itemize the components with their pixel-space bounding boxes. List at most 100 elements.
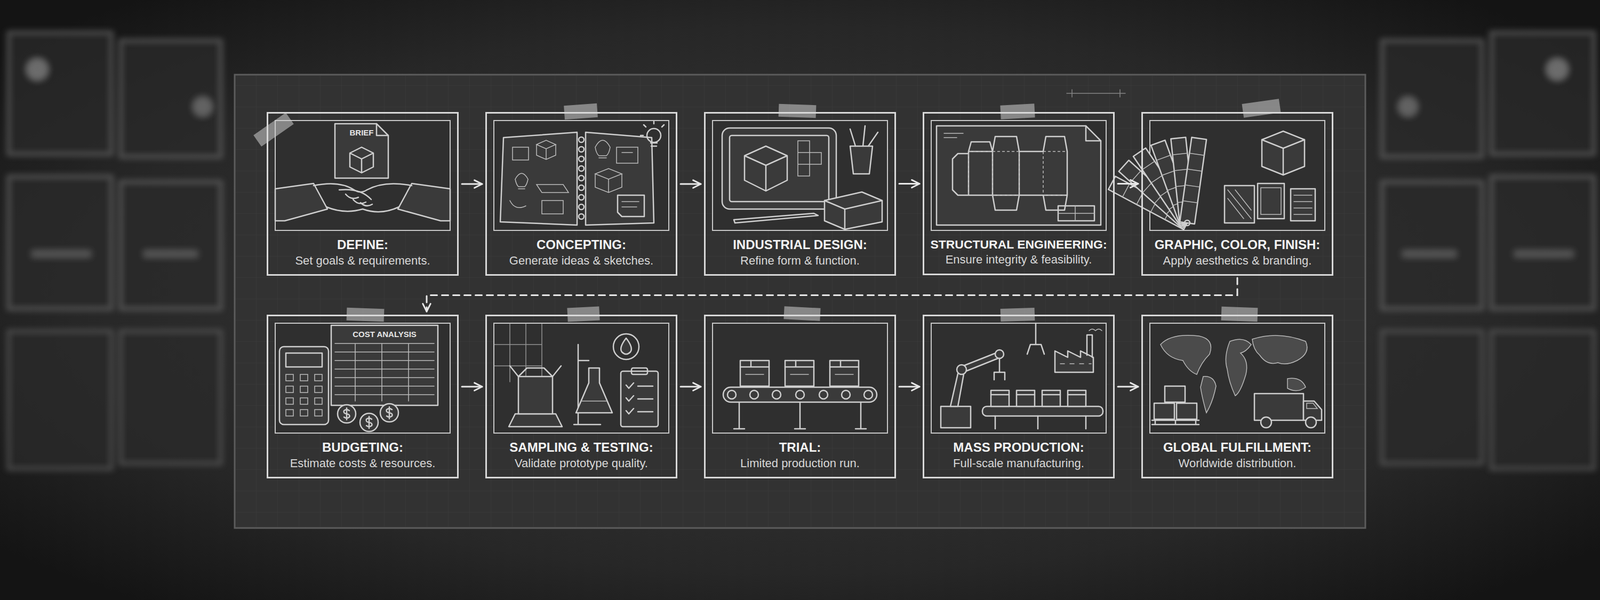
- blurred-side-panels-part: [120, 181, 222, 310]
- step-description: Worldwide distribution.: [1148, 456, 1327, 471]
- brief-handshake-illustration-part: [376, 123, 389, 136]
- sketchbook-illustration-part-part: [578, 137, 584, 143]
- blurred-side-panels-part: [1490, 32, 1595, 155]
- lab-testing-illustration-part: [493, 323, 542, 382]
- tablet-design-illustration-part: [712, 120, 888, 231]
- tablet-design-illustration-part: [850, 146, 873, 174]
- blurred-side-panels-part: [8, 176, 112, 310]
- flow-arrow: [899, 182, 920, 185]
- swatch-fan-illustration-part-part-part: [1182, 153, 1205, 203]
- step-title: GRAPHIC, COLOR, FINISH:: [1148, 237, 1327, 253]
- factory-robot-illustration-part: [1089, 329, 1102, 331]
- step-description: Refine form & function.: [710, 253, 890, 268]
- sketchbook-illustration-part-part: [578, 185, 584, 191]
- budget-illustration-part: [360, 413, 379, 432]
- world-logistics-illustration-part: [1154, 403, 1175, 420]
- trial-conveyor-illustration-part: [712, 323, 888, 434]
- tape-pieces-part: [783, 306, 821, 322]
- step-title: DEFINE:: [273, 237, 452, 253]
- trial-conveyor-illustration-part-part: [864, 390, 873, 399]
- swatch-fan-illustration-part: [1293, 195, 1312, 215]
- factory-robot-illustration-part: [1086, 334, 1093, 358]
- step-title: CONCEPTING:: [492, 237, 671, 253]
- swatch-fan-illustration-part: [1290, 188, 1316, 221]
- factory-robot-illustration-part: [990, 390, 1010, 407]
- lab-testing-illustration-part: [626, 382, 653, 414]
- factory-robot-illustration-part: [1067, 390, 1086, 407]
- step-description: Validate prototype quality.: [492, 456, 671, 471]
- factory-robot-illustration-part: [995, 416, 1086, 429]
- trial-conveyor-illustration-part: [745, 373, 854, 375]
- illustration-space: [929, 113, 1108, 236]
- trial-conveyor-illustration-part-part: [819, 390, 828, 399]
- budget-illustration-part: [285, 374, 323, 416]
- flow-arrow: [461, 386, 483, 388]
- flow-arrow: [1117, 386, 1139, 388]
- trial-conveyor-illustration-part: [733, 402, 867, 429]
- flow-arrow: [680, 386, 701, 388]
- budget-illustration-part-part: [380, 403, 399, 422]
- brief-handshake-illustration-part: [397, 183, 451, 221]
- dieline-blueprint-illustration-part: [1058, 205, 1095, 221]
- tablet-design-illustration: [712, 120, 888, 231]
- brief-handshake-illustration-part: [275, 120, 451, 231]
- trial-conveyor-illustration-part-part: [727, 390, 736, 399]
- step-description: Generate ideas & sketches.: [492, 253, 671, 268]
- blurred-side-panels-part: [144, 250, 198, 258]
- brief-handshake-illustration: [275, 120, 451, 231]
- budget-illustration: [275, 323, 451, 434]
- budget-illustration-part-part: [337, 404, 356, 423]
- swatch-fan-illustration-part: [1108, 137, 1207, 230]
- brief-handshake-illustration-part: [349, 147, 374, 173]
- world-logistics-illustration-part: [1152, 420, 1199, 425]
- lab-testing-illustration-part: [620, 338, 632, 355]
- blurred-side-panels-part: [1402, 250, 1456, 258]
- sketchbook-illustration-part: [512, 140, 556, 160]
- world-logistics-illustration-part-part: [1287, 378, 1306, 391]
- tape-pieces-part: [253, 112, 294, 147]
- illustration-space: [492, 316, 671, 438]
- tape-pieces-part: [566, 306, 600, 322]
- sketchbook-illustration-part: [595, 168, 622, 193]
- illustration-label: BRIEF: [349, 128, 374, 138]
- blurred-side-panels-part: [1546, 58, 1568, 80]
- step-title: INDUSTRIAL DESIGN:: [710, 237, 890, 253]
- dieline-blueprint-illustration-part: [968, 151, 1068, 196]
- dieline-blueprint-illustration: [931, 120, 1107, 231]
- step-title: BUDGETING:: [273, 440, 452, 455]
- world-logistics-illustration-part-part: [1200, 376, 1216, 413]
- factory-robot-illustration-part: [1016, 390, 1035, 407]
- trial-conveyor-illustration-part: [785, 360, 814, 387]
- blurred-side-panels-part: [32, 250, 91, 258]
- tablet-design-illustration-part: [850, 125, 878, 147]
- sketchbook-illustration-part: [640, 121, 664, 147]
- sketchbook-illustration-part: [585, 132, 654, 226]
- brief-handshake-illustration-part: [275, 183, 328, 221]
- process-box: CONCEPTING:Generate ideas & sketches.: [485, 112, 678, 276]
- lab-testing-illustration-part: [581, 400, 607, 402]
- flow-arrow: [680, 183, 701, 186]
- factory-robot-illustration-part: [1060, 363, 1092, 365]
- process-box: INDUSTRIAL DESIGN:Refine form & function…: [704, 112, 896, 276]
- blurred-side-panels-part: [1381, 330, 1483, 464]
- factory-robot-illustration-part: [990, 394, 1086, 396]
- trial-conveyor-illustration-part: [727, 390, 873, 399]
- tape-pieces-part: [1242, 98, 1282, 118]
- process-box: SAMPLING & TESTING:Validate prototype qu…: [485, 314, 678, 479]
- swatch-fan-illustration-part-part-part: [1179, 137, 1207, 224]
- process-box: MASS PRODUCTION:Full-scale manufacturing…: [922, 314, 1115, 479]
- dieline-blueprint-illustration-part: [1058, 205, 1095, 221]
- factory-robot-illustration-part: [994, 358, 1005, 380]
- lab-testing-illustration-part: [508, 413, 563, 427]
- blurred-side-panels-part: [1381, 181, 1483, 310]
- world-logistics-illustration-part: [1149, 323, 1325, 434]
- lab-testing-illustration-part: [631, 368, 648, 375]
- factory-robot-illustration-part: [1027, 323, 1045, 355]
- swatch-fan-illustration-part-part: [1184, 220, 1190, 226]
- sketchbook-illustration-part: [617, 195, 645, 217]
- blurred-side-panels-part: [193, 97, 213, 117]
- brief-handshake-illustration-part: [313, 183, 412, 192]
- world-logistics-illustration-part-part: [1225, 339, 1252, 396]
- world-logistics-illustration: [1149, 323, 1325, 434]
